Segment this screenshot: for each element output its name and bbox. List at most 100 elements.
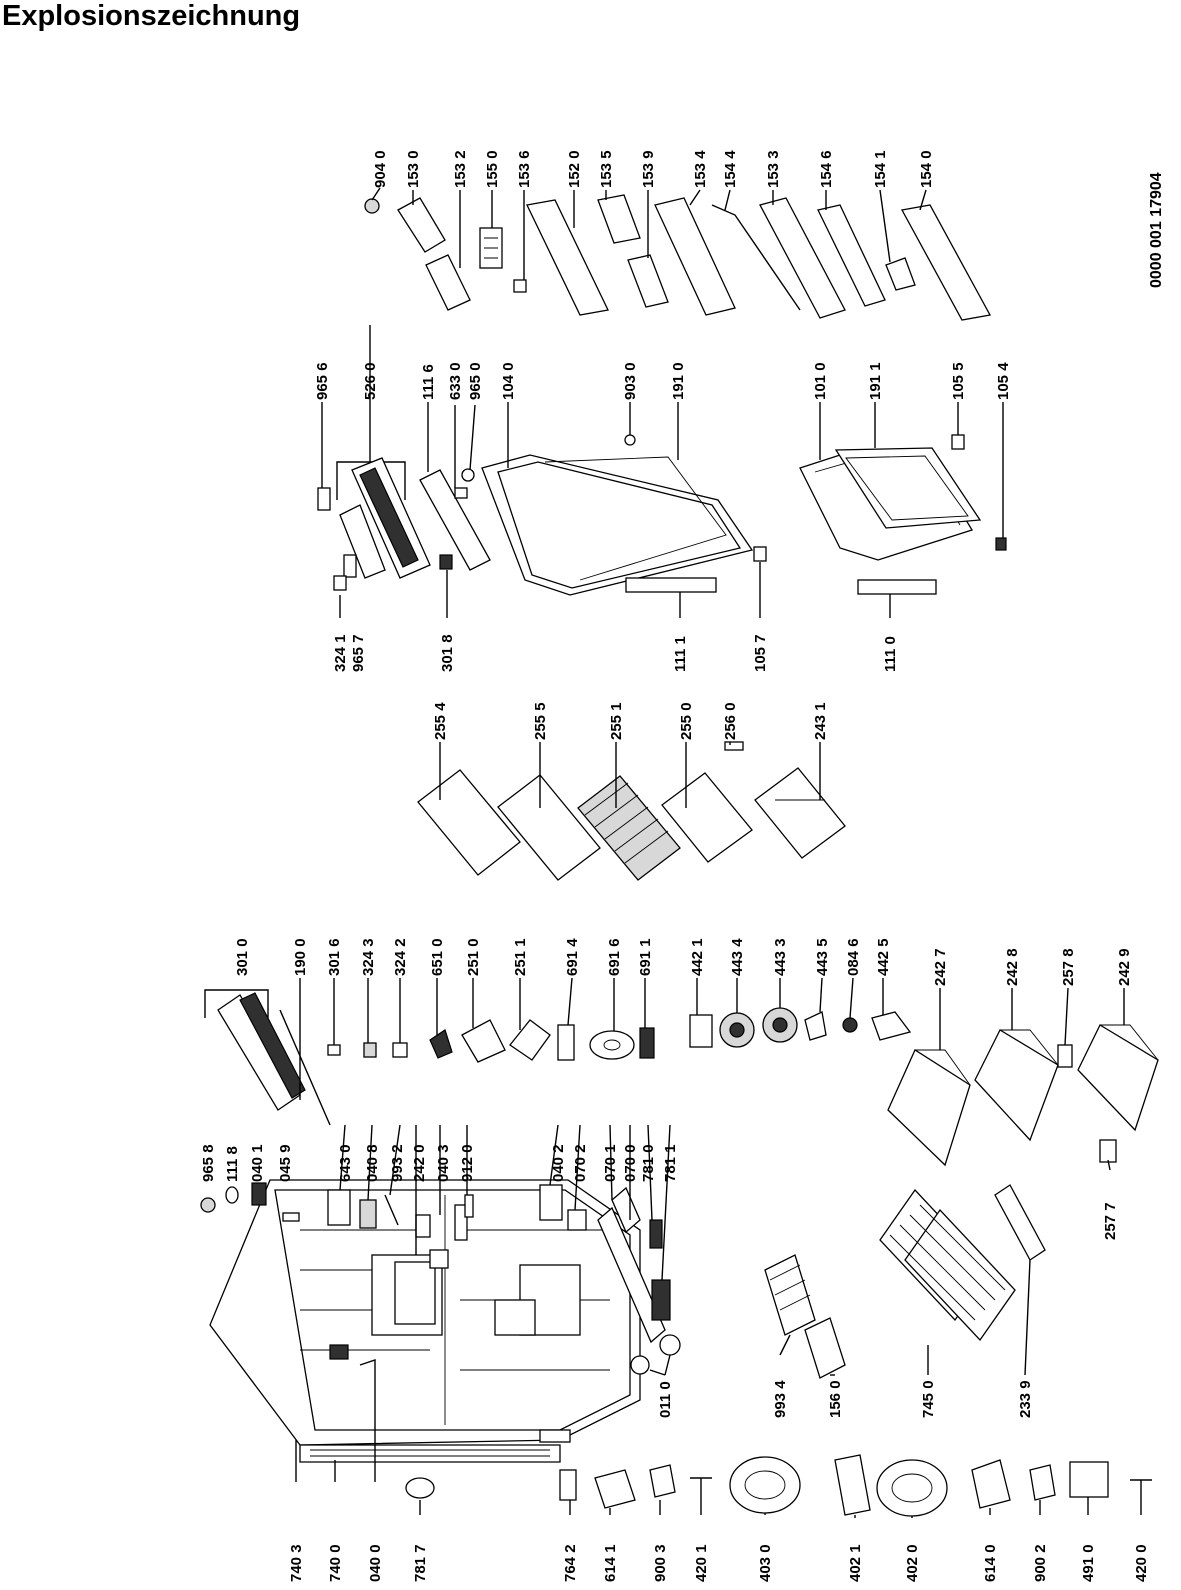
- part-label: 045 9: [277, 1144, 294, 1182]
- part-label: 105 7: [752, 634, 769, 672]
- part-label: 420 1: [693, 1544, 710, 1582]
- part-label: 402 1: [847, 1544, 864, 1582]
- part-label: 651 0: [429, 938, 446, 976]
- part-label: 443 5: [814, 938, 831, 976]
- part-label: 011 0: [657, 1381, 674, 1418]
- part-label: 745 0: [920, 1380, 937, 1418]
- labels-shelves: 255 4 255 5 255 1 255 0 256 0 243 1: [432, 702, 829, 740]
- part-label: 111 0: [882, 636, 899, 672]
- part-label: 301 8: [439, 634, 456, 672]
- small-parts-drawing: [200, 1182, 474, 1238]
- part-label: 242 7: [932, 948, 949, 986]
- labels-cabinet-bottom: 011 0 993 4 156 0 745 0 233 9: [657, 1380, 1034, 1418]
- part-label: 324 2: [392, 938, 409, 976]
- part-label: 084 6: [845, 938, 862, 976]
- shelves-drawing: [417, 741, 846, 881]
- part-label: 152 0: [566, 150, 583, 188]
- part-label: 153 9: [640, 150, 657, 188]
- part-label: 402 0: [904, 1544, 921, 1582]
- part-label: 781 1: [662, 1144, 679, 1182]
- part-label: 255 1: [608, 702, 625, 740]
- page-title: Explosionszeichnung: [2, 0, 301, 32]
- part-label: 442 1: [689, 938, 706, 976]
- part-label: 190 0: [292, 938, 309, 976]
- part-label: 900 2: [1032, 1544, 1049, 1582]
- labels-door-bottom: 324 1 965 7 301 8 111 1 105 7 111 0: [332, 634, 899, 672]
- part-label: 040 2: [550, 1144, 567, 1182]
- labels-door-top: 965 6 526 0 111 6 633 0 965 0 104 0 903 …: [314, 362, 1012, 400]
- part-label: 154 6: [818, 150, 835, 188]
- part-label: 691 1: [637, 938, 654, 976]
- drawers-drawing: [887, 1024, 1159, 1167]
- part-label: 691 6: [606, 938, 623, 976]
- part-label: 443 4: [729, 938, 746, 976]
- part-label: 403 0: [757, 1544, 774, 1582]
- part-label: 633 0: [447, 362, 464, 400]
- part-label: 101 0: [812, 362, 829, 400]
- part-label: 105 5: [950, 362, 967, 400]
- part-label: 154 0: [918, 150, 935, 188]
- part-label: 491 0: [1080, 1544, 1097, 1582]
- part-label: 191 0: [670, 362, 687, 400]
- part-label: 111 1: [672, 636, 689, 672]
- part-label: 256 0: [722, 702, 739, 740]
- part-label: 904 0: [372, 150, 389, 188]
- fan-assembly-drawing: [689, 1007, 912, 1048]
- part-label: 614 0: [982, 1544, 999, 1582]
- part-label: 420 0: [1133, 1544, 1150, 1582]
- part-label: 255 5: [532, 702, 549, 740]
- part-label: 324 3: [360, 938, 377, 976]
- part-label: 153 2: [452, 150, 469, 188]
- part-label: 900 3: [652, 1544, 669, 1582]
- part-label: 324 1: [332, 634, 349, 672]
- part-label: 070 0: [622, 1144, 639, 1182]
- labels-accessories: 904 0 153 0 153 2 155 0 153 6 152 0 153 …: [372, 150, 935, 188]
- part-label: 301 0: [234, 938, 251, 976]
- part-label: 781 7: [412, 1544, 429, 1582]
- part-label: 965 0: [467, 362, 484, 400]
- document-number: 0000 001 17904: [1148, 172, 1165, 288]
- wire-baskets-drawing: [764, 1184, 1046, 1379]
- part-label: 442 5: [875, 938, 892, 976]
- part-label: 040 1: [249, 1144, 266, 1182]
- part-label: 251 1: [512, 938, 529, 976]
- labels-controls: 301 0 190 0 301 6 324 3 324 2 651 0 251 …: [234, 938, 654, 976]
- part-label: 153 4: [692, 150, 709, 188]
- part-label: 153 5: [598, 150, 615, 188]
- part-label: 993 4: [772, 1380, 789, 1418]
- labels-drawers: 242 7 242 8 257 8 242 9 257 7: [932, 948, 1133, 1240]
- labels-cabinet-left: 740 3 740 0 040 0 781 7 764 2 614 1 900 …: [288, 1544, 1150, 1582]
- part-label: 257 8: [1060, 948, 1077, 986]
- part-label: 191 1: [867, 362, 884, 400]
- part-label: 965 6: [314, 362, 331, 400]
- cabinet-drawing: [209, 1179, 681, 1463]
- part-label: 153 0: [405, 150, 422, 188]
- part-label: 965 8: [200, 1144, 217, 1182]
- part-label: 243 1: [812, 702, 829, 740]
- compressor-drawing: [405, 1454, 1152, 1517]
- part-label: 242 8: [1004, 948, 1021, 986]
- part-label: 903 0: [622, 362, 639, 400]
- leader-lines: [295, 187, 1142, 1518]
- labels-fan: 442 1 443 4 443 3 443 5 084 6 442 5: [689, 938, 892, 976]
- part-label: 912 0: [459, 1144, 476, 1182]
- part-label: 154 1: [872, 150, 889, 188]
- part-label: 111 8: [224, 1146, 241, 1182]
- part-label: 443 3: [772, 938, 789, 976]
- part-label: 156 0: [827, 1380, 844, 1418]
- part-label: 255 0: [678, 702, 695, 740]
- accessories-drawing: [364, 194, 992, 321]
- part-label: 242 0: [411, 1144, 428, 1182]
- part-label: 070 1: [602, 1144, 619, 1182]
- part-label: 104 0: [500, 362, 517, 400]
- part-label: 643 0: [337, 1144, 354, 1182]
- part-label: 040 0: [367, 1544, 384, 1582]
- part-label: 154 4: [722, 150, 739, 188]
- part-label: 257 7: [1102, 1202, 1119, 1240]
- labels-cabinet-small: 965 8 111 8 040 1 045 9 643 0 040 8 993 …: [200, 1144, 679, 1182]
- part-label: 242 9: [1116, 948, 1133, 986]
- part-label: 255 4: [432, 702, 449, 740]
- part-label: 153 6: [516, 150, 533, 188]
- part-label: 740 0: [327, 1544, 344, 1582]
